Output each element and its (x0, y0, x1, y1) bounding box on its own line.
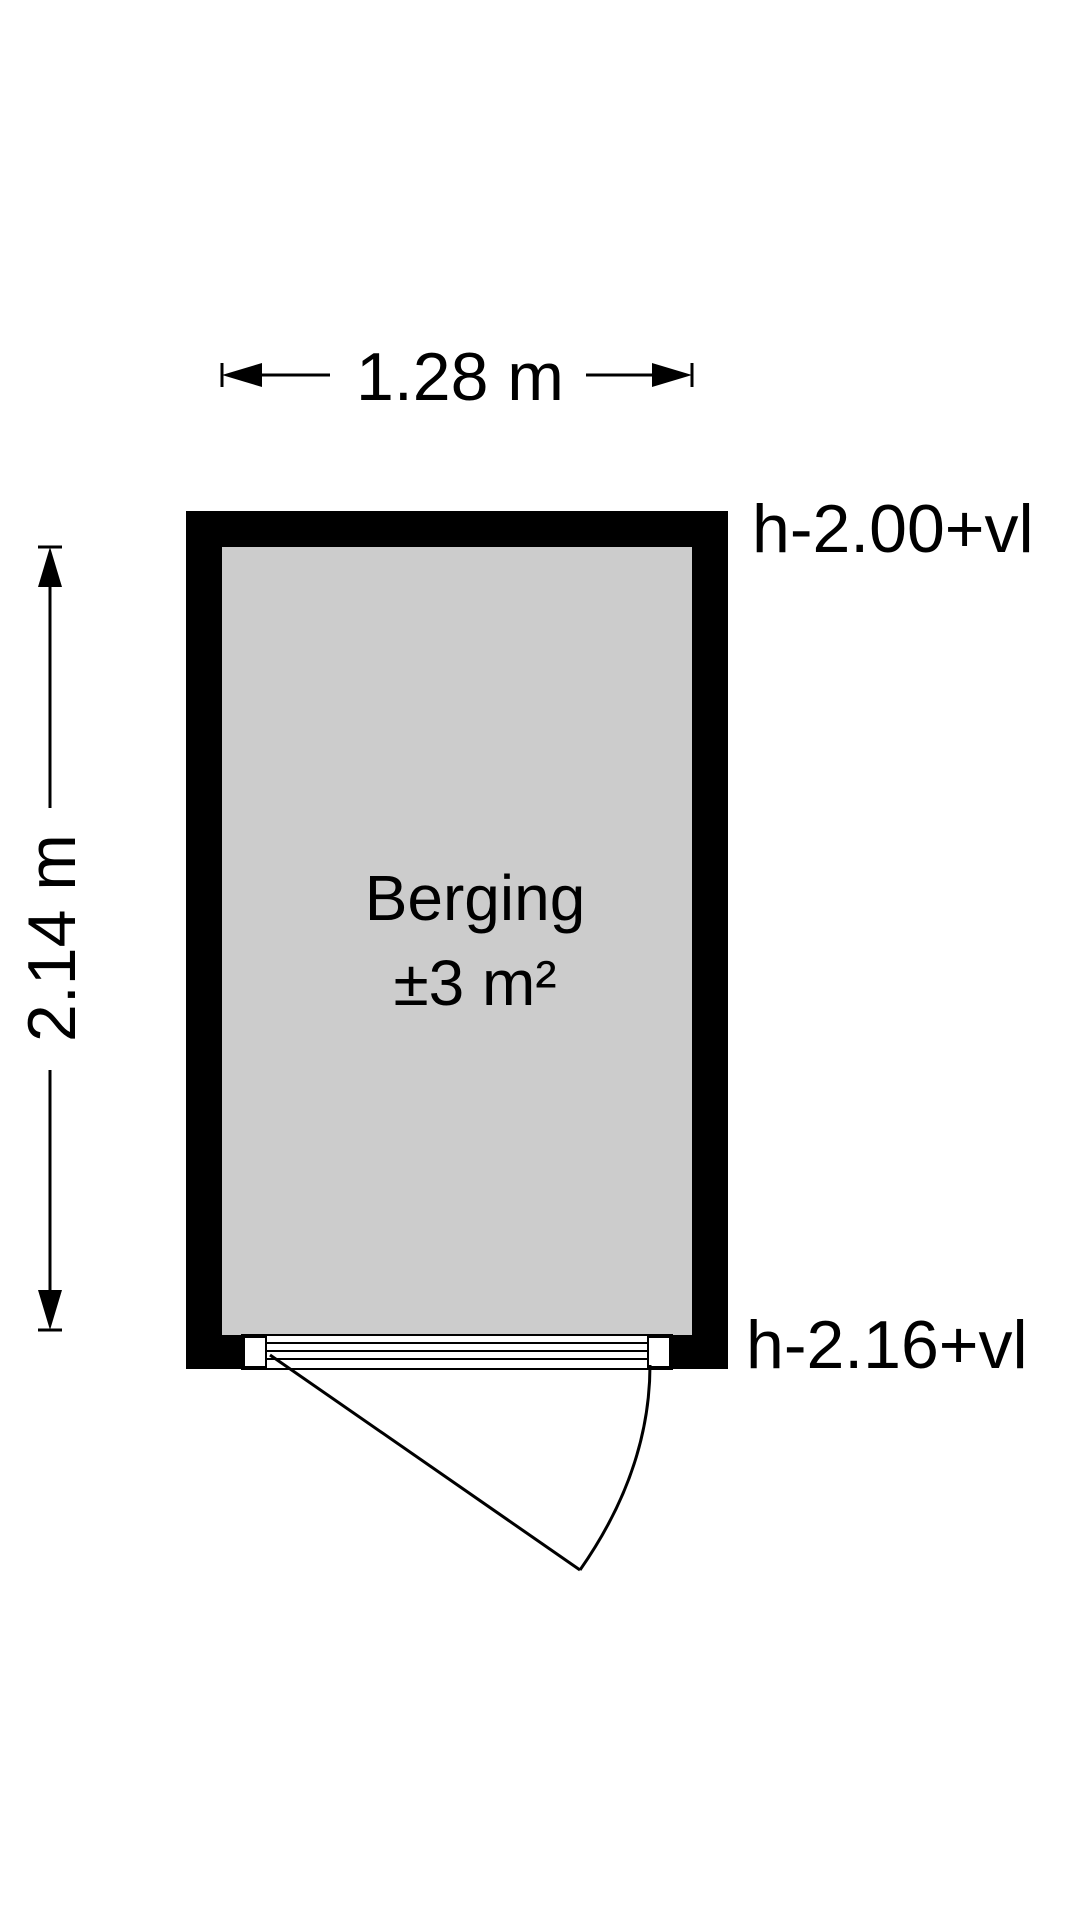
wall-right (692, 511, 728, 1369)
height-dimension-label: 2.14 m (14, 834, 90, 1042)
door-threshold (241, 1334, 673, 1370)
room-name: Berging (365, 862, 586, 934)
width-dimension: 1.28 m (220, 339, 694, 415)
wall-left (186, 511, 222, 1369)
room-floor (222, 547, 692, 1335)
room-label: Berging ±3 m² (365, 862, 586, 1019)
wall-bottom-right (672, 1335, 728, 1369)
door-swing-arc (578, 1364, 652, 1571)
room-area: ±3 m² (393, 947, 556, 1019)
width-arrow-right-icon (652, 363, 692, 387)
door-swing (269, 1353, 652, 1572)
door-leaf (269, 1353, 581, 1572)
top-height-label: h-2.00+vl (752, 491, 1034, 567)
height-arrow-down-icon (38, 1290, 62, 1330)
width-arrow-left-icon (222, 363, 262, 387)
height-arrow-up-icon (38, 547, 62, 587)
bottom-height-label: h-2.16+vl (746, 1307, 1028, 1383)
wall-bottom-left (186, 1335, 242, 1369)
walls (186, 511, 728, 1369)
height-dimension: 2.14 m (14, 545, 90, 1332)
wall-top (186, 511, 728, 547)
width-dimension-label: 1.28 m (356, 339, 564, 415)
